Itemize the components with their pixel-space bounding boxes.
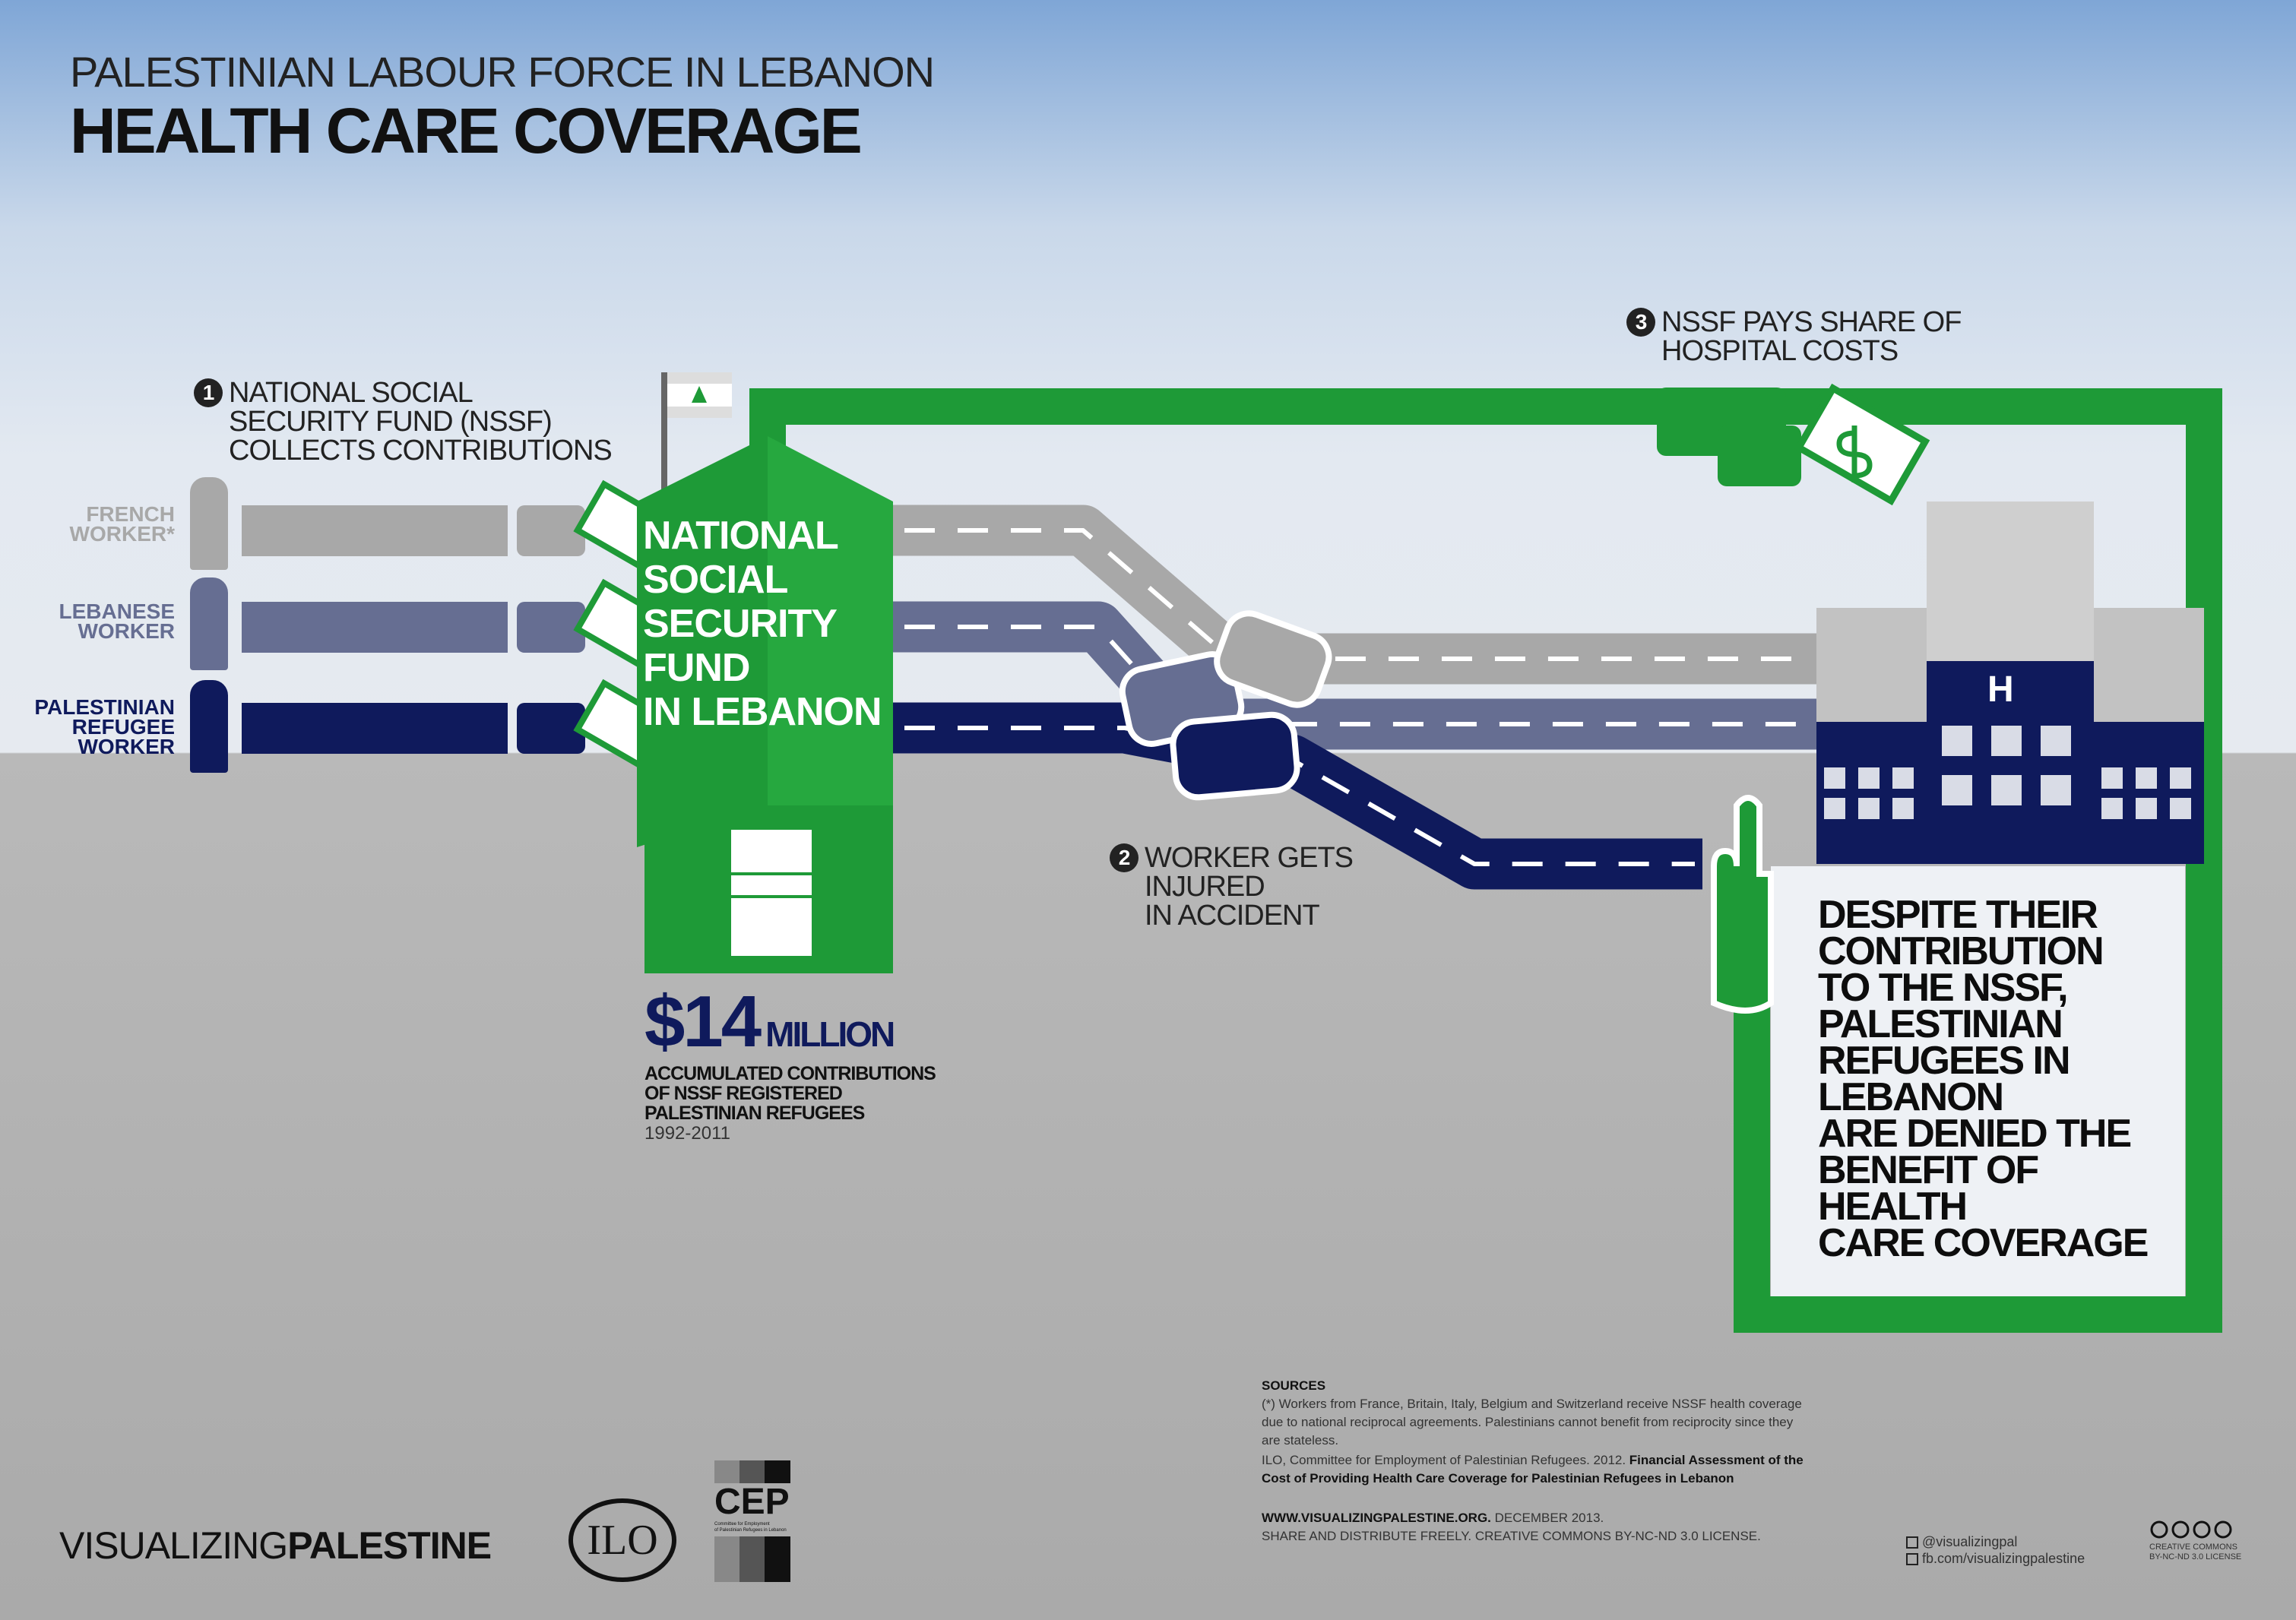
lebanon-flag-icon — [667, 372, 732, 418]
hand-icon — [517, 703, 585, 754]
facebook-link[interactable]: fb.com/visualizingpalestine — [1922, 1551, 2085, 1566]
facebook-icon — [1906, 1553, 1918, 1566]
worker-icon — [190, 577, 228, 670]
page-subtitle: PALESTINIAN LABOUR FORCE IN LEBANON — [70, 48, 935, 96]
social-links: @visualizingpal fb.com/visualizingpalest… — [1906, 1533, 2085, 1567]
visualizing-palestine-logo: VISUALIZINGPALESTINE — [59, 1524, 492, 1567]
cc-icons — [2150, 1520, 2232, 1539]
website-link[interactable]: WWW.VISUALIZINGPALESTINE.ORG. — [1262, 1511, 1491, 1525]
hospital-building — [1816, 502, 2204, 864]
stop-hand-icon — [1711, 795, 1774, 1014]
hospital-sign: H — [1987, 669, 2014, 710]
money-stack-icon — [728, 827, 815, 959]
ilo-logo: ILO — [568, 1498, 676, 1582]
worker-icon — [190, 680, 228, 773]
twitter-link[interactable]: @visualizingpal — [1922, 1534, 2018, 1549]
palestinian-bar — [242, 703, 508, 754]
worker-icon — [190, 477, 228, 570]
crashed-car-icon — [1119, 610, 1332, 801]
page-title: HEALTH CARE COVERAGE — [70, 95, 863, 166]
twitter-icon — [1906, 1536, 1918, 1549]
hand-icon — [517, 602, 585, 653]
lebanese-bar — [242, 602, 508, 653]
nssf-building — [637, 372, 893, 973]
hand-with-money-icon — [1657, 383, 1930, 506]
french-bar — [242, 505, 508, 556]
hand-icon — [517, 505, 585, 556]
sources: SOURCES (*) Workers from France, Britain… — [1262, 1378, 1804, 1543]
